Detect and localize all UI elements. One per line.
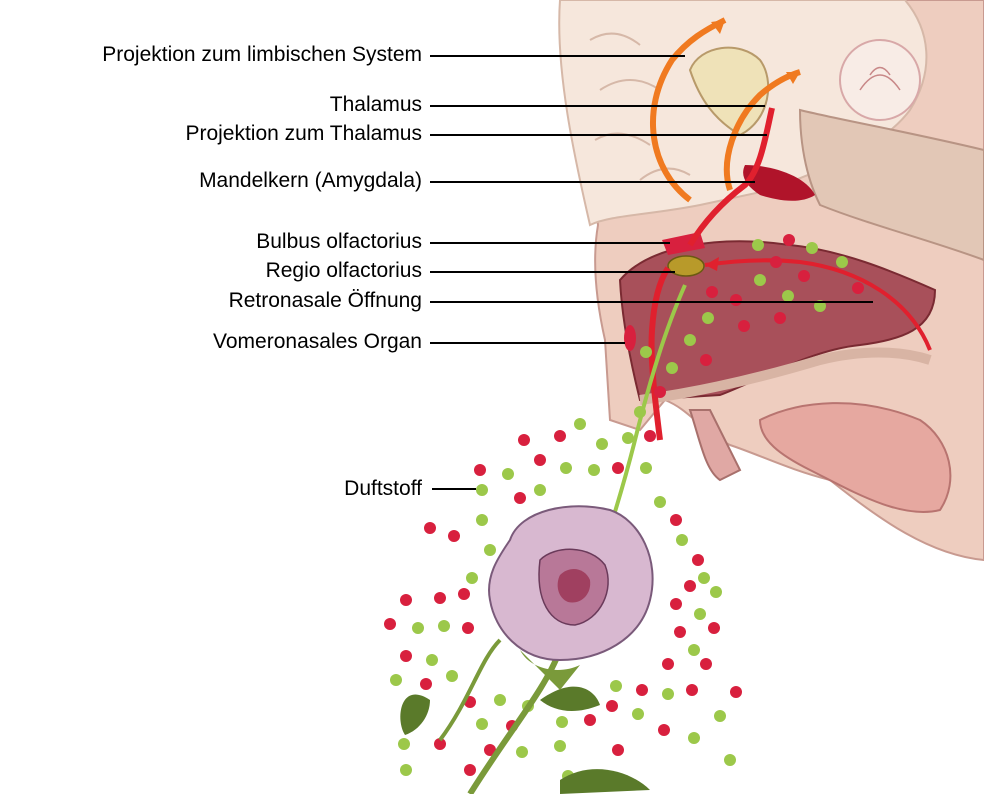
label-amygdala: Mandelkern (Amygdala) xyxy=(199,169,422,193)
label-thalamus: Thalamus xyxy=(330,93,422,117)
label-retronasal-opening: Retronasale Öffnung xyxy=(229,289,422,313)
leader-amygdala xyxy=(430,181,755,183)
leader-limbic-projection xyxy=(430,55,685,57)
label-odorant: Duftstoff xyxy=(344,477,422,501)
label-bulbus-olfactorius: Bulbus olfactorius xyxy=(256,230,422,254)
label-vomeronasal-organ: Vomeronasales Organ xyxy=(213,330,422,354)
vomeronasal-organ xyxy=(624,325,636,351)
label-limbic-projection: Projektion zum limbischen System xyxy=(102,43,422,67)
leader-vomeronasal-organ xyxy=(430,342,625,344)
rose-leaf xyxy=(400,695,430,735)
leader-retronasal-opening xyxy=(430,301,873,303)
leader-regio-olfactorius xyxy=(430,271,675,273)
leader-thalamus xyxy=(430,105,765,107)
label-thalamus-projection: Projektion zum Thalamus xyxy=(185,122,422,146)
label-regio-olfactorius: Regio olfactorius xyxy=(266,259,422,283)
leader-thalamus-projection xyxy=(430,134,767,136)
regio-olfactorius xyxy=(668,256,704,276)
leader-bulbus-olfactorius xyxy=(430,242,670,244)
leader-odorant xyxy=(432,488,476,490)
